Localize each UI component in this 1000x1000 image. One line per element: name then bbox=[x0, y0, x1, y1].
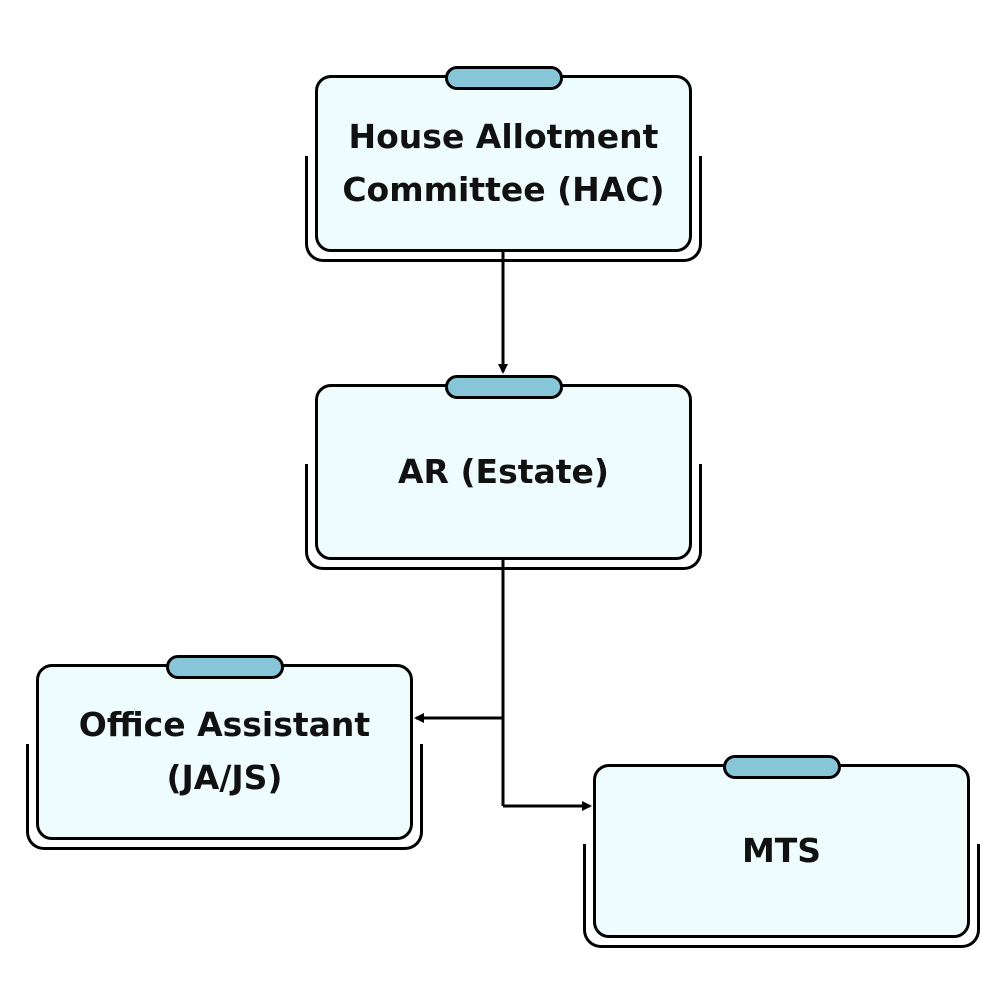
node-office-assistant: Office Assistant (JA/JS) bbox=[26, 655, 423, 850]
node-office-assistant-bracket bbox=[26, 744, 423, 850]
node-office-assistant-card: Office Assistant (JA/JS) bbox=[36, 655, 413, 840]
node-mts-bracket bbox=[583, 844, 980, 948]
node-office-assistant-tab bbox=[166, 655, 284, 679]
node-ar-estate-bracket bbox=[305, 464, 702, 570]
node-hac: House Allotment Committee (HAC) bbox=[305, 66, 702, 262]
node-ar-estate: AR (Estate) bbox=[305, 375, 702, 570]
node-mts-card: MTS bbox=[593, 755, 970, 938]
node-ar-estate-label: AR (Estate) bbox=[398, 451, 609, 491]
node-ar-estate-card: AR (Estate) bbox=[315, 375, 692, 560]
node-hac-tab bbox=[445, 66, 563, 90]
node-mts-tab bbox=[723, 755, 841, 779]
node-mts-label: MTS bbox=[741, 830, 822, 870]
node-office-assistant-label: Office Assistant (JA/JS) bbox=[78, 705, 371, 797]
node-hac-bracket bbox=[305, 156, 702, 262]
node-hac-label: House Allotment Committee (HAC) bbox=[342, 116, 665, 209]
node-mts: MTS bbox=[583, 755, 980, 948]
node-hac-card: House Allotment Committee (HAC) bbox=[315, 66, 692, 252]
node-ar-estate-tab bbox=[445, 375, 563, 399]
